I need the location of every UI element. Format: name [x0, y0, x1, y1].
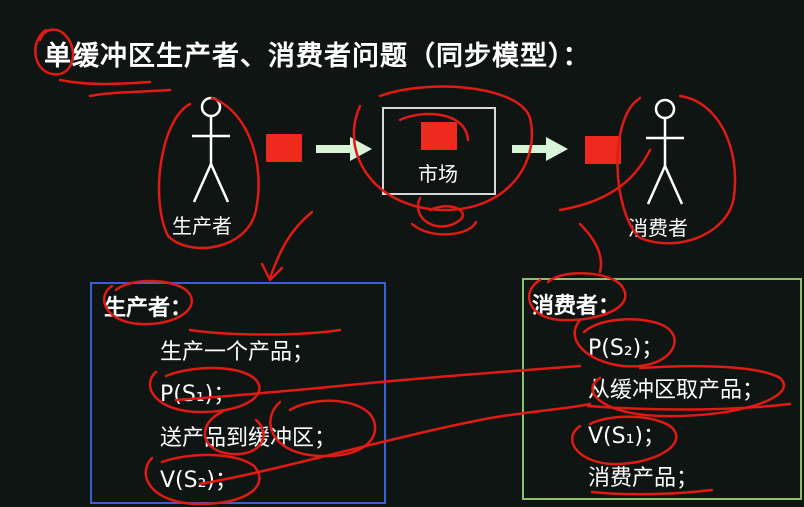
slide-title: 单缓冲区生产者、消费者问题（同步模型）：: [44, 41, 591, 72]
producer-step: P(S₁)；: [160, 382, 236, 407]
consumer-step: 消费产品；: [588, 466, 699, 491]
market-label: 市场: [418, 162, 458, 186]
arrow-right-icon: [316, 137, 372, 161]
consumer-stick-figure: [646, 98, 684, 205]
producer-stick-figure: [192, 96, 230, 203]
producer-step: 送产品到缓冲区；: [160, 426, 337, 451]
consumer-step: V(S₁)；: [588, 424, 666, 449]
producer-label: 生产者: [172, 214, 232, 238]
product-box-market: [421, 122, 457, 150]
consumer-step: 从缓冲区取产品；: [588, 378, 765, 403]
consumer-step: P(S₂)；: [588, 336, 664, 361]
producer-step: 生产一个产品；: [160, 340, 315, 365]
consumer-label: 消费者: [628, 216, 688, 240]
product-box-consumer: [585, 136, 621, 164]
producer-step: V(S₂)；: [160, 468, 238, 493]
arrow-right-icon: [512, 137, 568, 161]
product-box-producer: [266, 134, 302, 162]
consumer-panel-heading: 消费者：: [532, 294, 621, 319]
producer-panel-heading: 生产者：: [104, 296, 193, 321]
